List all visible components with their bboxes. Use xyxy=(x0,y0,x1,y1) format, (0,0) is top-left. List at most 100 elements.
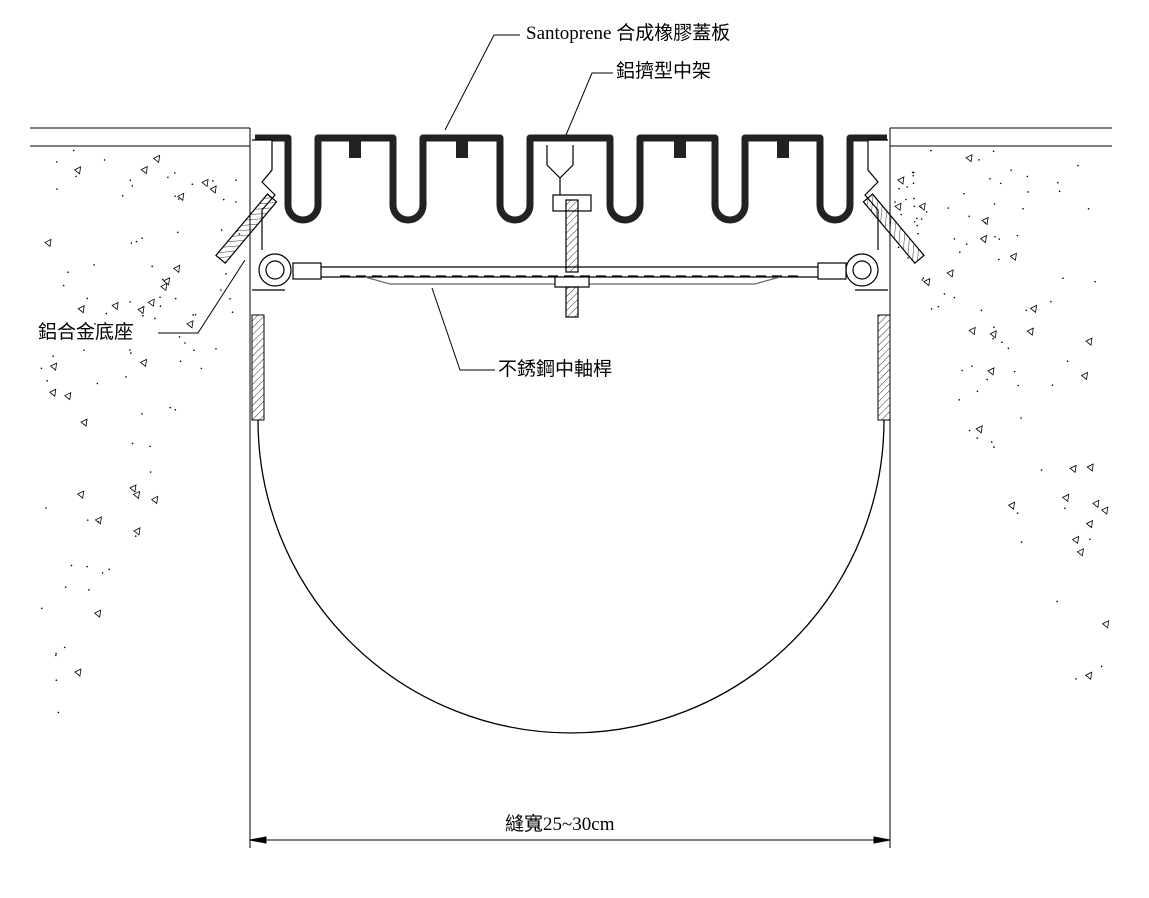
cover-slot xyxy=(456,138,468,158)
aggregate-mark xyxy=(930,308,933,310)
aggregate-mark xyxy=(1076,548,1084,557)
aggregate-mark xyxy=(86,297,89,300)
aggregate-mark xyxy=(77,305,85,314)
aggregate-mark xyxy=(922,277,925,279)
aggregate-mark xyxy=(129,349,131,351)
aggregate-mark xyxy=(40,367,43,370)
label-rubber-cover: Santoprene 合成橡膠蓋板 xyxy=(526,23,731,44)
aggregate-mark xyxy=(965,153,973,163)
aggregate-mark xyxy=(993,446,995,448)
aggregate-mark xyxy=(49,388,57,397)
aggregate-mark xyxy=(1092,499,1100,509)
cover-slot xyxy=(674,138,686,158)
aggregate-mark xyxy=(989,177,991,180)
aggregate-mark xyxy=(109,335,112,338)
aggregate-mark xyxy=(999,182,1002,185)
cover-slots xyxy=(349,138,789,158)
aggregate-mark xyxy=(897,176,905,185)
aggregate-mark xyxy=(981,216,989,226)
aggregate-mark xyxy=(968,326,976,336)
aggregate-mark xyxy=(220,229,223,231)
aggregate-mark xyxy=(961,369,963,372)
aggregate-mark xyxy=(86,565,88,568)
aggregate-mark xyxy=(1016,234,1019,237)
aggregate-mark xyxy=(913,197,915,200)
aggregate-mark xyxy=(943,293,946,295)
aggregate-mark xyxy=(913,205,916,208)
aggregate-mark xyxy=(986,378,988,381)
aggregate-mark xyxy=(96,382,99,385)
aggregate-mark xyxy=(141,237,144,239)
aggregate-mark xyxy=(916,217,918,220)
aggregate-mark xyxy=(912,174,915,177)
aggregate-mark xyxy=(76,490,85,499)
aggregate-mark xyxy=(913,221,916,223)
aggregate-mark xyxy=(1020,417,1022,419)
aggregate-mark xyxy=(897,246,900,249)
aggregate-mark xyxy=(75,175,77,178)
aggregate-mark xyxy=(178,336,181,338)
rubber-cover-plate xyxy=(255,134,887,224)
aggregate-mark xyxy=(916,224,918,227)
aggregate-mark xyxy=(72,149,75,152)
aggregate-mark xyxy=(1020,541,1023,543)
leader-lines xyxy=(158,34,613,371)
aggregate-mark xyxy=(129,484,137,493)
aggregate-mark xyxy=(152,154,161,164)
aggregate-mark xyxy=(963,192,965,195)
aggregate-mark xyxy=(40,607,43,610)
concrete-left xyxy=(30,127,251,790)
aggregate-mark xyxy=(1080,371,1089,381)
aggregate-mark xyxy=(200,367,203,370)
aggregate-mark xyxy=(971,365,973,368)
aggregate-mark xyxy=(55,654,57,657)
aggregate-mark xyxy=(192,314,195,316)
aggregate-mark xyxy=(1029,304,1038,314)
aggregate-mark xyxy=(125,376,127,378)
aggregate-mark xyxy=(231,311,234,313)
aggregate-mark xyxy=(194,313,197,316)
aggregate-mark xyxy=(149,445,151,448)
aggregate-mark xyxy=(94,516,102,525)
concrete-right xyxy=(889,127,1112,790)
aggregate-mark xyxy=(1069,464,1077,474)
aggregate-mark xyxy=(1084,671,1093,680)
aggregate-mark xyxy=(55,161,58,163)
aggregate-mark xyxy=(1077,164,1079,167)
aggregate-mark xyxy=(989,330,997,339)
aggregate-mark xyxy=(86,519,89,521)
aggregate-mark xyxy=(980,309,983,312)
aggregate-mark xyxy=(160,282,168,292)
aggregate-mark xyxy=(55,652,57,655)
aggregate-mark xyxy=(235,179,237,181)
aggregate-mark xyxy=(1051,384,1054,386)
aggregate-mark xyxy=(209,185,217,194)
aggregate-mark xyxy=(201,178,209,188)
aggregate-mark xyxy=(101,572,104,574)
aggregate-mark xyxy=(1025,309,1027,312)
aggregate-mark xyxy=(132,490,141,500)
aggregate-mark xyxy=(965,243,968,245)
aggregate-mark xyxy=(151,495,159,505)
aggregate-mark xyxy=(172,264,181,274)
aggregate-mark xyxy=(131,323,134,326)
aggregate-mark xyxy=(1101,506,1109,515)
aggregate-mark xyxy=(133,527,141,536)
aggregate-mark xyxy=(94,323,96,325)
aggregate-mark xyxy=(925,211,928,213)
cover-slot xyxy=(349,138,361,158)
aggregate-mark xyxy=(131,185,134,187)
aggregate-mark xyxy=(921,279,924,281)
aggregate-mark xyxy=(1022,207,1024,210)
aggregate-mark xyxy=(1000,341,1003,344)
aggregate-mark xyxy=(953,238,956,240)
aggregate-mark xyxy=(958,398,961,401)
concrete-aggregate xyxy=(40,149,1110,714)
aggregate-mark xyxy=(1062,277,1064,280)
aggregate-mark xyxy=(129,179,132,182)
aggregate-mark xyxy=(998,238,1001,240)
aggregate-mark xyxy=(235,201,237,203)
aggregate-mark xyxy=(953,296,956,299)
aggregate-mark xyxy=(111,301,119,311)
